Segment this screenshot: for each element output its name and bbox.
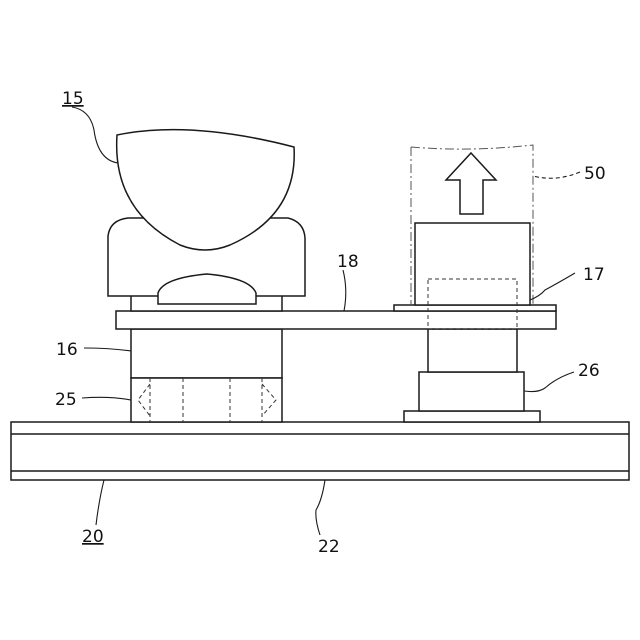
base-plate-20 xyxy=(11,422,629,480)
label-25: 25 xyxy=(55,390,77,410)
label-26: 26 xyxy=(578,361,600,381)
label-15: 15 xyxy=(62,89,84,109)
label-22: 22 xyxy=(318,537,340,557)
label-18: 18 xyxy=(337,252,359,272)
up-arrow-icon xyxy=(446,153,496,214)
component-17 xyxy=(394,223,556,311)
pedestal-26 xyxy=(404,329,540,422)
label-20: 20 xyxy=(82,527,104,547)
label-17: 17 xyxy=(583,265,605,285)
label-50: 50 xyxy=(584,164,606,184)
fastener-25 xyxy=(131,378,282,422)
plate-18 xyxy=(116,311,556,329)
support-column-16 xyxy=(131,329,282,378)
label-16: 16 xyxy=(56,340,78,360)
